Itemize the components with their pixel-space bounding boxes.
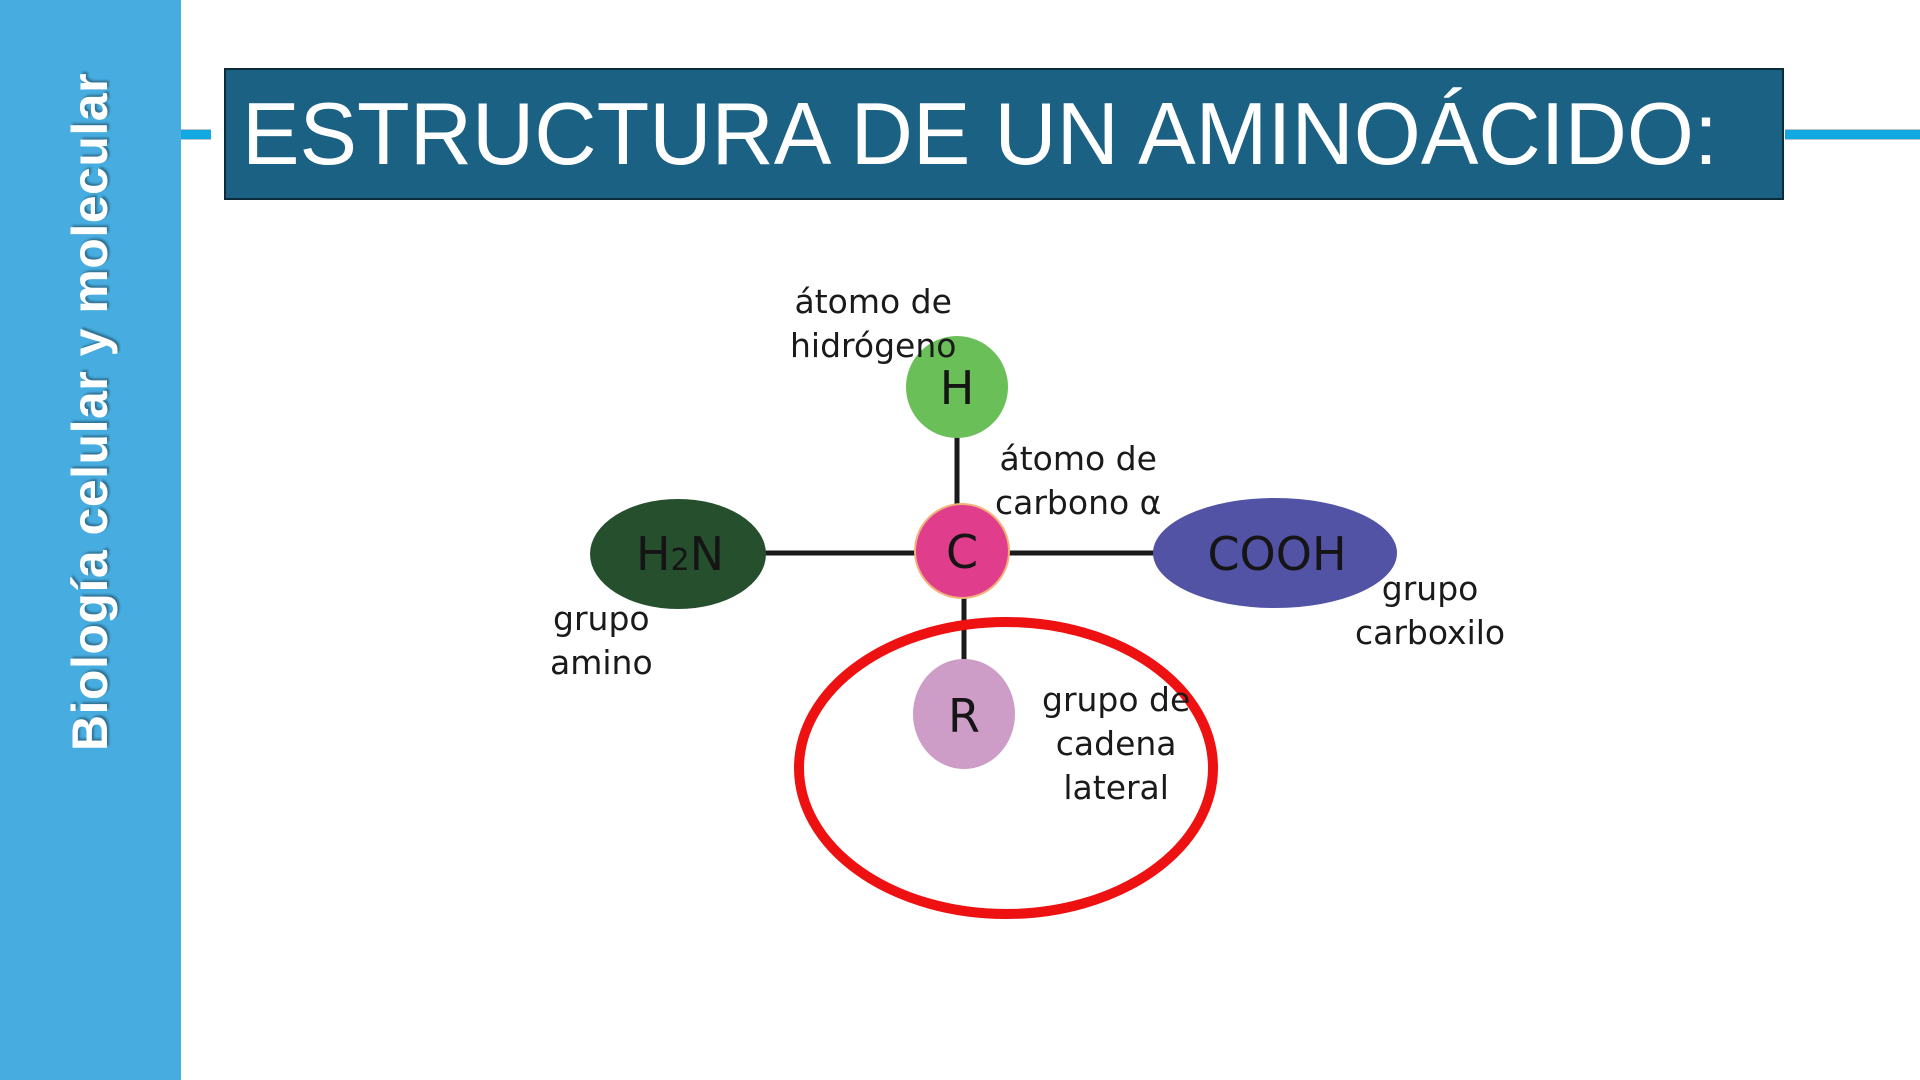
hydrogen-atom [906,336,1008,438]
highlight-ellipse [794,617,1218,919]
header-rule-left [181,129,211,140]
amino-group-shape [590,499,766,609]
label-r-group: grupo de cadena lateral [1042,678,1190,810]
node-carbon: C [914,503,1010,599]
r-group-symbol: R [948,689,980,743]
label-line: cadena [1055,724,1177,763]
hydrogen-symbol: H [940,361,975,415]
label-line: átomo de [794,282,952,321]
label-alpha-carbon: átomo de carbono α [995,437,1161,525]
carboxyl-symbol: COOH [1207,527,1346,581]
label-line: átomo de [999,439,1157,478]
alpha-carbon-atom [914,503,1010,599]
label-hydrogen: átomo de hidrógeno [790,280,956,368]
node-carboxyl: COOH [1153,498,1397,608]
node-r-group: R [913,659,1015,769]
carboxyl-group-shape [1153,498,1397,608]
label-line: grupo [1381,569,1479,608]
label-line: amino [550,643,653,682]
label-amino: grupo amino [550,597,653,685]
sidebar: Biología celular y molecular [0,0,181,1080]
label-line: lateral [1063,768,1169,807]
node-hydrogen: H [906,336,1008,438]
title-banner: ESTRUCTURA DE UN AMINOÁCIDO: [224,68,1784,200]
label-line: carboxilo [1355,613,1506,652]
amino-symbol: H2N [636,527,724,581]
label-carboxyl: grupo carboxilo [1355,567,1505,655]
header-rule-right [1785,129,1920,140]
label-line: carbono α [995,483,1162,522]
page-title: ESTRUCTURA DE UN AMINOÁCIDO: [242,84,1718,183]
r-group-shape [913,659,1015,769]
label-line: hidrógeno [790,326,957,365]
bonds [762,435,1156,663]
node-amino: H2N [590,499,766,609]
label-line: grupo de [1042,680,1191,719]
carbon-symbol: C [946,525,978,579]
label-line: grupo [553,599,650,638]
